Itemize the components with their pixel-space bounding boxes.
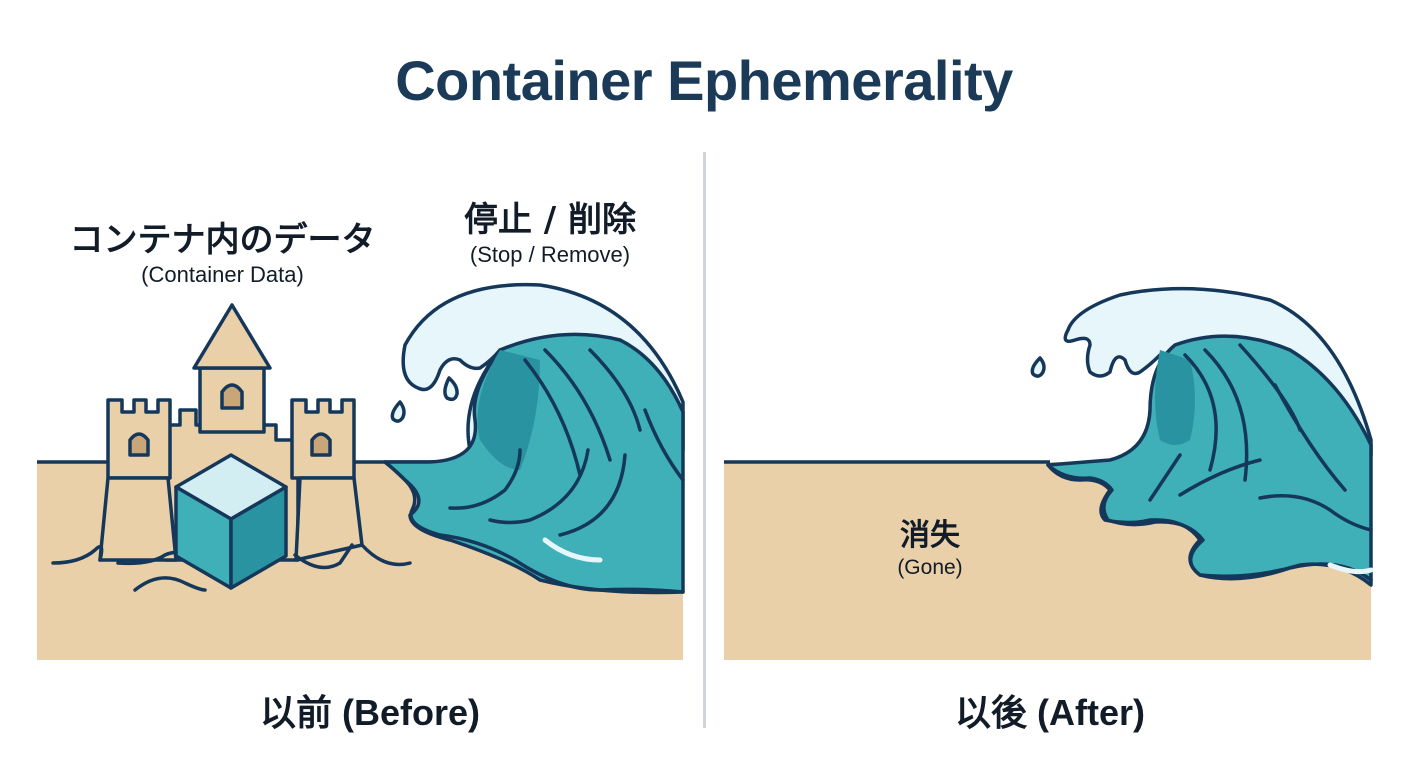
after-caption-en: (After) xyxy=(1037,692,1145,733)
stop-remove-label: 停止 / 削除 (Stop / Remove) xyxy=(440,200,660,270)
panel-divider xyxy=(703,152,706,728)
data-cube-icon xyxy=(174,453,288,590)
wave-icon xyxy=(383,282,685,595)
after-caption: 以後 (After) xyxy=(880,684,1220,736)
stop-remove-label-jp: 停止 / 削除 xyxy=(463,200,637,240)
gone-label-jp: 消失 xyxy=(900,518,960,553)
before-caption-jp: 以前 xyxy=(259,693,332,734)
diagram-title: Container Ephemerality xyxy=(395,49,1013,112)
gone-label-en: (Gone) xyxy=(897,556,963,579)
stop-remove-label-en: (Stop / Remove) xyxy=(469,242,631,267)
wave-icon xyxy=(1030,286,1374,587)
gone-label: 消失 (Gone) xyxy=(860,518,1000,582)
before-caption: 以前 (Before) xyxy=(200,684,540,736)
container-data-label: コンテナ内のデータ (Container Data) xyxy=(50,220,395,290)
after-caption-jp: 以後 xyxy=(954,693,1027,734)
container-data-label-jp: コンテナ内のデータ xyxy=(69,220,376,260)
container-data-label-en: (Container Data) xyxy=(141,262,304,287)
before-caption-en: (Before) xyxy=(342,692,481,733)
